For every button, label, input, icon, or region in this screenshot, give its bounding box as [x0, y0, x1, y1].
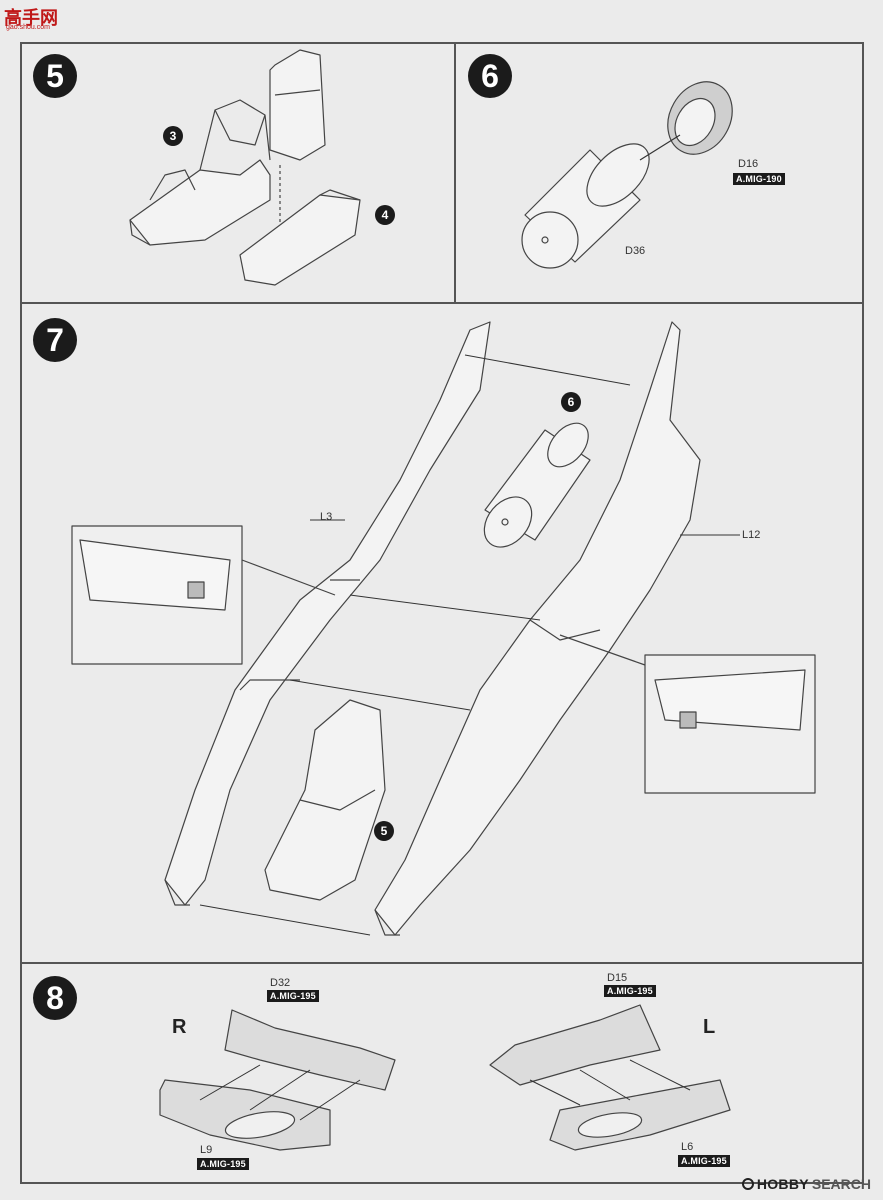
side-right-letter: R — [172, 1016, 187, 1038]
hobbysearch-watermark: HOBBY SEARCH — [741, 1176, 871, 1192]
part-l3-label: L3 — [320, 511, 333, 523]
ref-step-5: 5 — [374, 821, 394, 841]
part-d36-label: D36 — [625, 245, 646, 257]
step7-inset-left — [71, 525, 336, 665]
step7-cockpit — [264, 699, 386, 901]
step-number-7: 7 — [33, 318, 77, 362]
step6-tube — [521, 143, 650, 269]
side-left-letter: L — [703, 1016, 716, 1038]
step7-left-half — [164, 321, 491, 906]
part-l12-label: L12 — [742, 529, 761, 541]
paint-code-d32: A.MIG-195 — [267, 990, 319, 1002]
logo-url: gao.shou.com — [6, 24, 50, 31]
panel-step-8 — [20, 962, 864, 1184]
step8-left-bottom — [549, 1079, 731, 1151]
step5-cockpit-tub — [129, 99, 271, 246]
logo-title: 高手网 — [4, 8, 58, 28]
watermark-icon — [741, 1178, 754, 1190]
part-d32-label: D32 — [270, 977, 291, 989]
step5-nose-gear-bay — [239, 189, 361, 286]
part-l9-label: L9 — [200, 1144, 213, 1156]
step6-ring — [667, 81, 733, 155]
paint-code-ring: A.MIG-190 — [733, 173, 785, 185]
step8-right-bottom — [159, 1079, 331, 1151]
watermark-brand: HOBBY — [756, 1176, 809, 1192]
step-number-8: 8 — [33, 976, 77, 1020]
step7-inset-right — [559, 634, 816, 794]
step7-right-half — [374, 321, 701, 936]
ref-step-4: 4 — [375, 205, 395, 225]
step7-nozzle — [483, 422, 591, 548]
ref-step-3: 3 — [163, 126, 183, 146]
site-logo[interactable]: 高手网 gao.shou.com — [4, 4, 66, 34]
step-number-5: 5 — [33, 54, 77, 98]
ref-step-6: 6 — [561, 392, 581, 412]
step8-left-top — [489, 1004, 661, 1086]
step5-rear-bulkhead — [269, 49, 326, 161]
paint-code-d15: A.MIG-195 — [604, 985, 656, 997]
step-number-6: 6 — [468, 54, 512, 98]
paint-code-l6: A.MIG-195 — [678, 1155, 730, 1167]
part-d15-label: D15 — [607, 972, 628, 984]
part-d16-label: D16 — [738, 158, 759, 170]
paint-code-l9: A.MIG-195 — [197, 1158, 249, 1170]
part-l6-label: L6 — [681, 1141, 694, 1153]
watermark-suffix: SEARCH — [811, 1176, 871, 1192]
step8-right-top — [224, 1009, 396, 1091]
